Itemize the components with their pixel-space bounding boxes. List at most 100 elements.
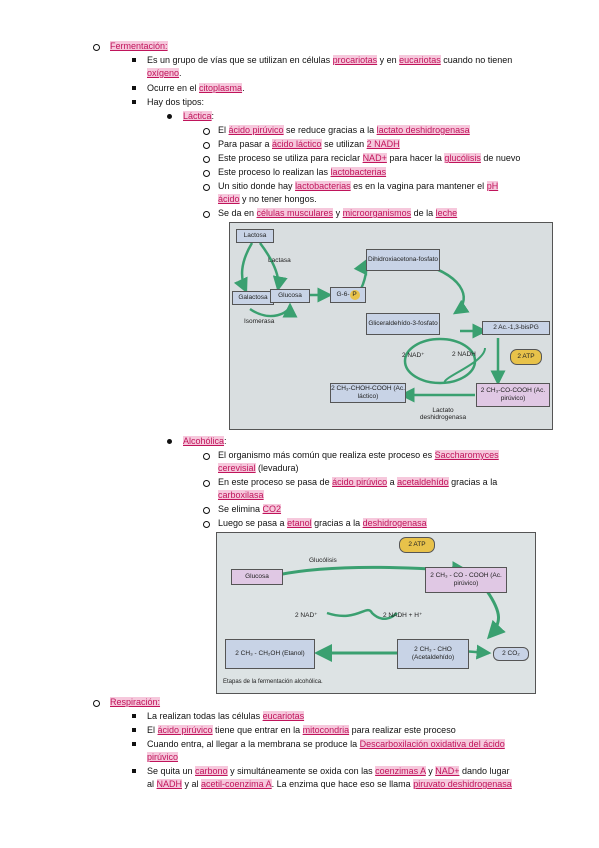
bullet-circle <box>203 184 210 191</box>
text: gracias a la <box>448 477 498 487</box>
bullet-circle <box>203 453 210 460</box>
text: de nuevo <box>480 153 521 163</box>
term: oxígeno <box>147 68 180 78</box>
text: El <box>147 725 158 735</box>
bullet-circle <box>203 480 210 487</box>
text: cuando no tienen <box>440 55 513 65</box>
glucosa-box: Glucosa <box>270 289 310 303</box>
lactico-box: 2 CH₃-CHOH-COOH (Ac. láctico) <box>330 383 406 403</box>
term: acetil-coenzima A <box>201 779 272 789</box>
label: Gliceraldehído-3-fosfato <box>368 320 438 327</box>
term: NAD+ <box>362 153 387 163</box>
alcoholica-item-4: Luego se pasa a etanol gracias a la desh… <box>218 517 427 529</box>
nad-label: 2 NAD⁺ <box>402 351 425 359</box>
term: citoplasma <box>199 83 243 93</box>
term: ácido pirúvico <box>157 725 213 735</box>
nadh-label: 2 NADH <box>452 351 476 358</box>
text: Se da en <box>218 208 257 218</box>
text: . <box>242 83 245 93</box>
text: . La enzima que hace eso se llama <box>271 779 414 789</box>
bullet-circle <box>203 142 210 149</box>
label: 2 CH₃-CHOH-COOH (Ac. láctico) <box>331 385 405 400</box>
etanol-box: 2 CH₃ - CH₂OH (Etanol) <box>225 639 315 669</box>
term: 2 NADH <box>366 139 400 149</box>
text: dando lugar <box>459 766 510 776</box>
term: deshidrogenasa <box>362 518 427 528</box>
lactica-item-5: Un sitio donde hay lactobacterias es en … <box>218 180 499 192</box>
text: Lactato deshidrogenasa <box>419 407 467 421</box>
bullet-circle <box>203 521 210 528</box>
term: células musculares <box>256 208 334 218</box>
term: carbono <box>195 766 228 776</box>
lactica-item-5-cont: ácido y no tener hongos. <box>218 193 317 205</box>
term: coenzimas A <box>375 766 426 776</box>
bullet-circle <box>93 44 100 51</box>
alcoholica-item-2: En este proceso se pasa de ácido pirúvic… <box>218 476 497 488</box>
text: Este proceso lo realizan las <box>218 167 331 177</box>
text: En este proceso se pasa de <box>218 477 333 487</box>
heading-lactica: Láctica: <box>183 110 214 122</box>
alcoholic-fermentation-figure: 2 ATP Glucólisis Glucosa 2 CH₃ - CO - CO… <box>216 532 536 694</box>
atp-badge: 2 ATP <box>510 349 542 365</box>
piruvico-box: 2 CH₃ - CO - COOH (Ac. pirúvico) <box>425 567 507 593</box>
para-2: Ocurre en el citoplasma. <box>147 82 245 94</box>
resp-item-4: Se quita un carbono y simultáneamente se… <box>147 765 510 777</box>
text: y simultáneamente se oxida con las <box>227 766 376 776</box>
text: Se elimina <box>218 504 263 514</box>
term: ácido láctico <box>272 139 322 149</box>
bullet-square <box>132 58 136 62</box>
bullet-circle <box>203 507 210 514</box>
respiracion-title: Respiración: <box>110 697 161 707</box>
bullet-disc <box>167 114 172 119</box>
term: Saccharomyces <box>434 450 499 460</box>
term: lactato deshidrogenasa <box>376 125 470 135</box>
text: de la <box>411 208 436 218</box>
lactica-item-2: Para pasar a ácido láctico se utilizan 2… <box>218 138 400 150</box>
term: mitocondria <box>302 725 350 735</box>
bullet-circle <box>203 211 210 218</box>
term: CO2 <box>262 504 282 514</box>
bullet-square <box>132 714 136 718</box>
text: es en la vagina para mantener el <box>350 181 487 191</box>
bullet-square <box>132 769 136 773</box>
text: : <box>224 436 227 446</box>
g3p-box: Gliceraldehído-3-fosfato <box>366 313 440 335</box>
text: gracias a la <box>311 518 363 528</box>
term: lactobacterias <box>295 181 351 191</box>
term: glucólisis <box>444 153 481 163</box>
term: pirúvico <box>147 752 179 762</box>
lactica-item-6: Se da en células musculares y microorgan… <box>218 207 458 219</box>
bullet-circle <box>93 700 100 707</box>
term: eucariotas <box>399 55 441 65</box>
lactasa-label: Lactasa <box>268 257 291 264</box>
text: El organismo más común que realiza este … <box>218 450 435 460</box>
ldh-label: Lactato deshidrogenasa <box>418 407 468 421</box>
term: NADH <box>156 779 183 789</box>
text: Este proceso se utiliza para reciclar <box>218 153 363 163</box>
text: se reduce gracias a la <box>283 125 377 135</box>
fermentacion-title: Fermentación: <box>110 41 168 51</box>
text: Es un grupo de vías que se utilizan en c… <box>147 55 333 65</box>
alcoholica-item-1: El organismo más común que realiza este … <box>218 449 499 461</box>
label: G-6- <box>336 291 350 298</box>
atp-badge: 2 ATP <box>399 537 435 553</box>
text: tiene que entrar en la <box>212 725 303 735</box>
resp-item-3: Cuando entra, al llegar a la membrana se… <box>147 738 505 750</box>
term: microorganismos <box>342 208 412 218</box>
term: piruvato deshidrogenasa <box>413 779 512 789</box>
text: para realizar este proceso <box>349 725 456 735</box>
resp-item-1: La realizan todas las células eucariotas <box>147 710 305 722</box>
label: 2 CH₃-CO-COOH (Ac. pirúvico) <box>480 387 546 402</box>
text: y no tener hongos. <box>239 194 317 204</box>
text: Hay dos tipos: <box>147 97 205 107</box>
term: eucariotas <box>262 711 305 721</box>
bullet-square <box>132 86 136 90</box>
label: 2 CH₃ - CHO (Acetaldehído) <box>411 646 455 661</box>
bullet-circle <box>203 170 210 177</box>
text: Para pasar a <box>218 139 273 149</box>
bullet-circle <box>203 156 210 163</box>
piruvico-box: 2 CH₃-CO-COOH (Ac. pirúvico) <box>476 383 550 407</box>
g6p-box: G-6-P <box>330 287 366 303</box>
text: para hacer la <box>386 153 445 163</box>
